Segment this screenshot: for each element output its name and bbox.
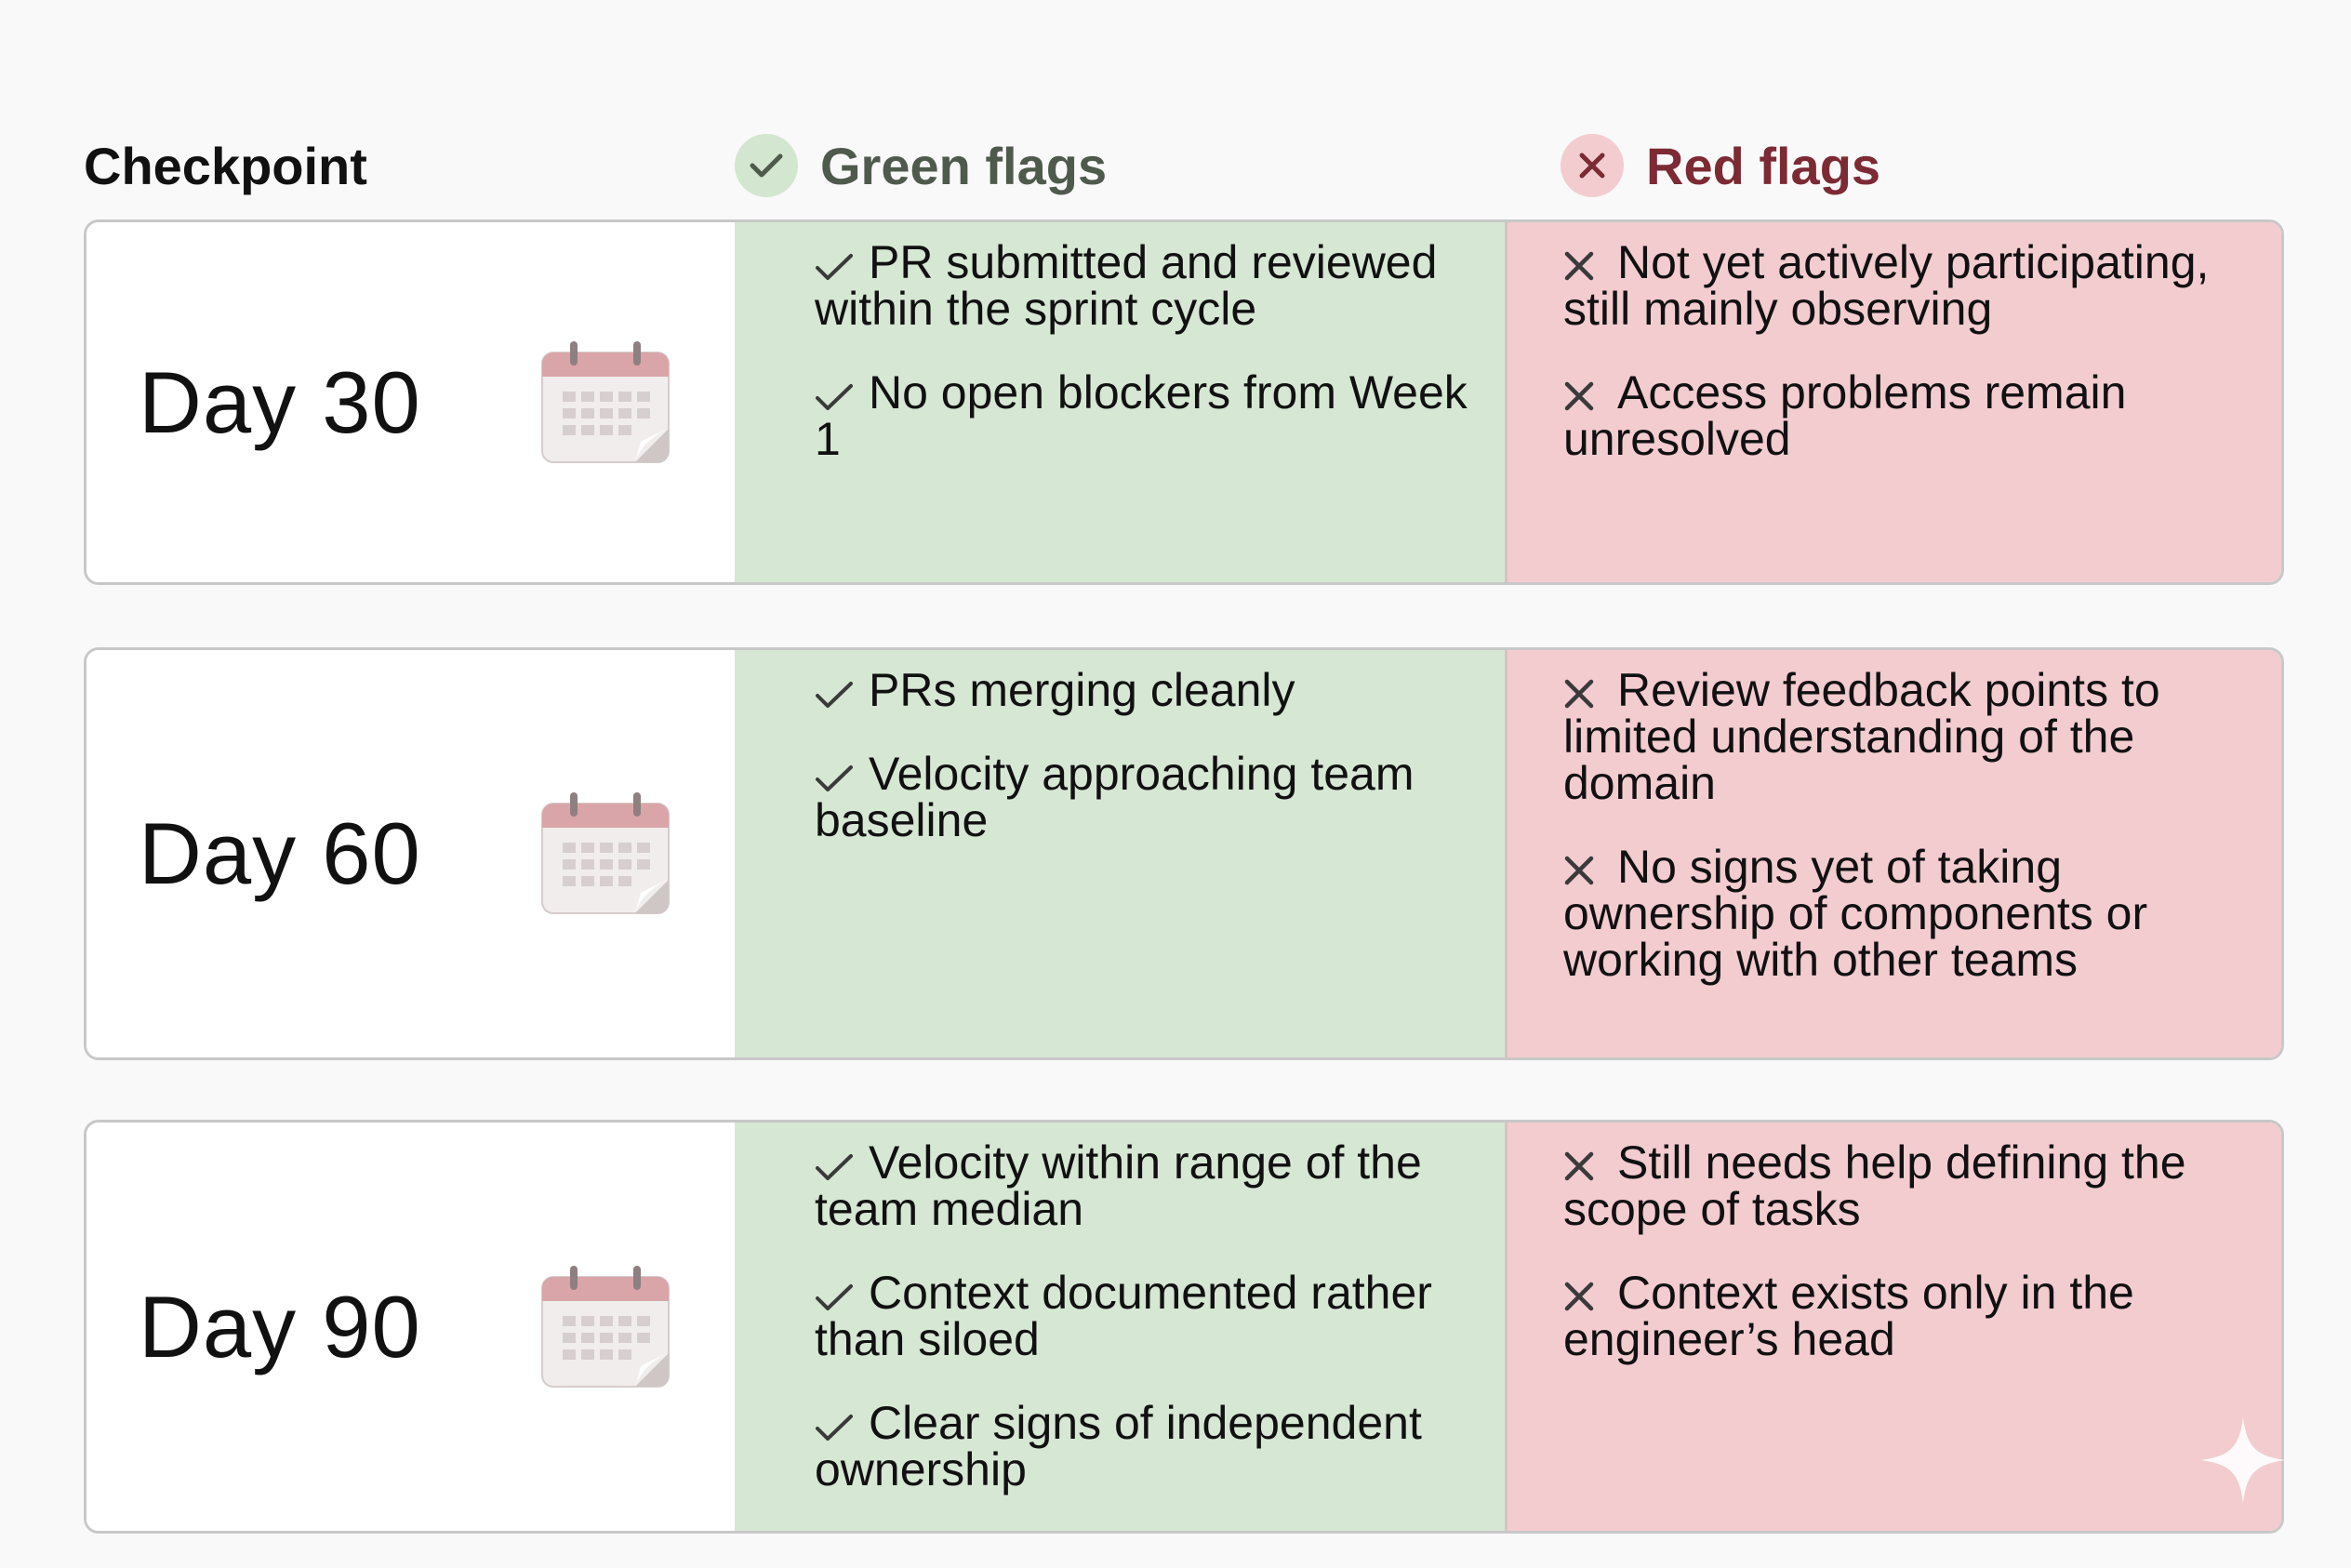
green-flags-cell-list: Velocity within range of the team median… <box>815 1139 1482 1493</box>
day-label: Day 90 <box>139 1277 421 1375</box>
header-green-label: Green flags <box>820 136 1108 195</box>
checkpoint-row: Day 30 PR submitted and reviewed within … <box>84 219 2284 585</box>
flag-text: Context exists only in the engineer’s he… <box>1563 1267 2134 1365</box>
list-item: Context exists only in the engineer’s he… <box>1563 1269 2244 1362</box>
list-item: Context documented rather than siloed <box>815 1269 1482 1362</box>
x-circle-icon <box>1561 134 1624 197</box>
list-item: Still needs help defining the scope of t… <box>1563 1139 2244 1232</box>
list-item: PR submitted and reviewed within the spr… <box>815 239 1482 332</box>
green-flags-cell-list: PR submitted and reviewed within the spr… <box>815 239 1482 462</box>
check-icon <box>815 369 869 416</box>
flag-text: Review feedback points to limited unders… <box>1563 664 2160 809</box>
check-icon <box>815 1400 869 1446</box>
check-icon <box>815 239 869 286</box>
day-label: Day 30 <box>139 352 421 451</box>
list-item: Velocity approaching team baseline <box>815 751 1482 844</box>
x-icon <box>1563 1269 1617 1316</box>
x-icon <box>1563 844 1617 890</box>
header-green-flags: Green flags <box>735 128 1107 203</box>
list-item: Clear signs of independent ownership <box>815 1400 1482 1493</box>
checkpoint-cell: Day 60 <box>86 650 735 1057</box>
x-icon <box>1563 239 1617 286</box>
flag-text: Access problems remain unresolved <box>1563 366 2127 465</box>
list-item: No open blockers from Week 1 <box>815 369 1482 462</box>
day-label: Day 60 <box>139 804 421 902</box>
flag-text: PR submitted and reviewed within the spr… <box>815 236 1438 335</box>
check-icon <box>815 1269 869 1316</box>
list-item: Review feedback points to limited unders… <box>1563 667 2244 806</box>
red-flags-cell-list: Review feedback points to limited unders… <box>1563 667 2244 983</box>
flag-text: Velocity approaching team baseline <box>815 748 1415 846</box>
flag-text: Still needs help defining the scope of t… <box>1563 1136 2186 1235</box>
flag-text: Not yet actively participating, still ma… <box>1563 236 2210 335</box>
list-item: Velocity within range of the team median <box>815 1139 1482 1232</box>
checkpoint-cell: Day 90 <box>86 1123 735 1531</box>
x-icon <box>1563 1139 1617 1186</box>
red-flags-cell-list: Still needs help defining the scope of t… <box>1563 1139 2244 1362</box>
red-flags-cell: Not yet actively participating, still ma… <box>1505 222 2281 582</box>
list-item: No signs yet of taking ownership of comp… <box>1563 844 2244 983</box>
check-icon <box>815 751 869 797</box>
flag-text: No open blockers from Week 1 <box>815 366 1468 465</box>
calendar-icon <box>538 339 672 466</box>
checkpoint-cell: Day 30 <box>86 222 735 582</box>
check-icon <box>815 1139 869 1186</box>
flag-text: Velocity within range of the team median <box>815 1136 1422 1235</box>
flag-text: Context documented rather than siloed <box>815 1267 1432 1365</box>
flag-text: PRs merging cleanly <box>869 664 1295 716</box>
sparkle-icon <box>2200 1417 2286 1503</box>
check-circle-icon <box>735 134 798 197</box>
green-flags-cell: Velocity within range of the team median… <box>735 1123 1505 1531</box>
list-item: Not yet actively participating, still ma… <box>1563 239 2244 332</box>
calendar-icon <box>538 791 672 917</box>
flag-text: No signs yet of taking ownership of comp… <box>1563 841 2148 986</box>
list-item: Access problems remain unresolved <box>1563 369 2244 462</box>
flag-text: Clear signs of independent ownership <box>815 1397 1422 1495</box>
red-flags-cell: Review feedback points to limited unders… <box>1505 650 2281 1057</box>
list-item: PRs merging cleanly <box>815 667 1482 713</box>
calendar-icon <box>538 1264 672 1390</box>
green-flags-cell: PR submitted and reviewed within the spr… <box>735 222 1505 582</box>
header-red-flags: Red flags <box>1561 128 1880 203</box>
checkpoint-row: Day 90 Velocity within range of the team… <box>84 1120 2284 1534</box>
header-checkpoint: Checkpoint <box>84 136 367 195</box>
red-flags-cell: Still needs help defining the scope of t… <box>1505 1123 2281 1531</box>
x-icon <box>1563 369 1617 416</box>
check-icon <box>815 667 869 713</box>
red-flags-cell-list: Not yet actively participating, still ma… <box>1563 239 2244 462</box>
x-icon <box>1563 667 1617 713</box>
header-red-label: Red flags <box>1646 136 1881 195</box>
